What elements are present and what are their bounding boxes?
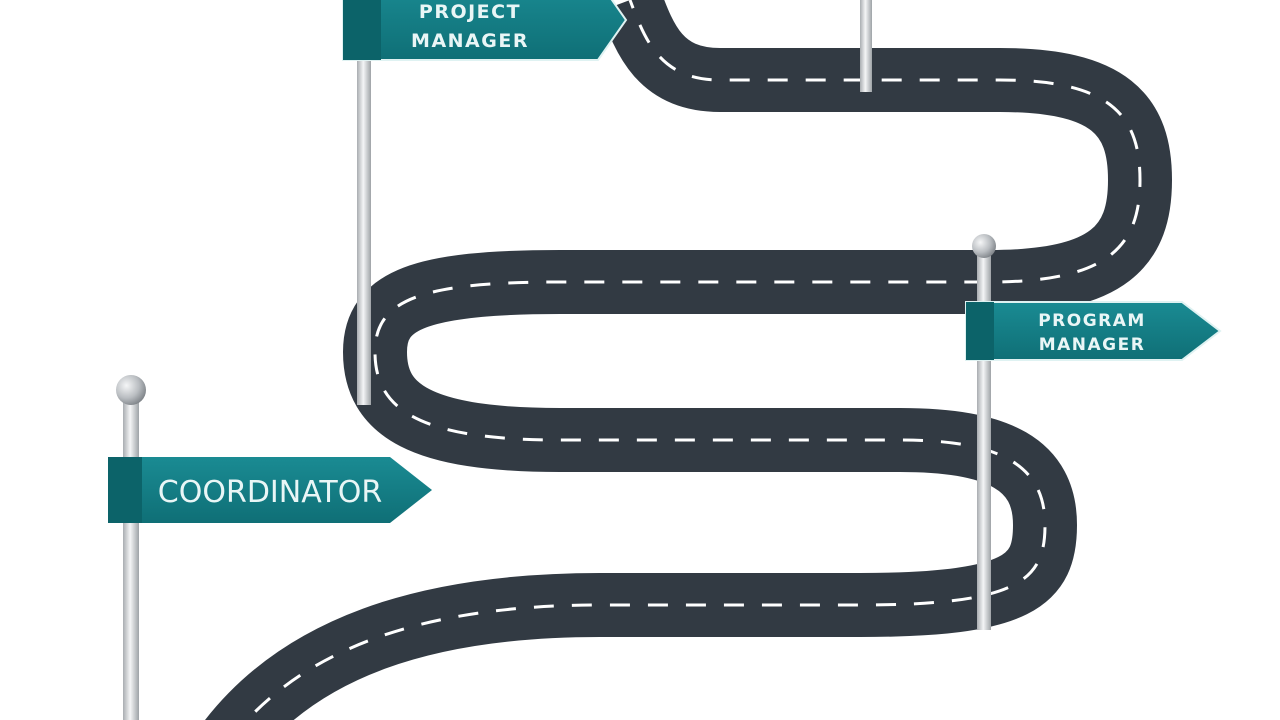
pole-knob bbox=[116, 375, 146, 405]
sign-pole bbox=[123, 395, 139, 720]
program-manager-signpost: PROGRAM MANAGER bbox=[965, 234, 1222, 630]
road bbox=[205, 0, 1172, 720]
sign-text-line2: MANAGER bbox=[1039, 335, 1146, 355]
sign-fold bbox=[343, 0, 381, 60]
pole-knob bbox=[972, 234, 996, 258]
sign-text: COORDINATOR bbox=[158, 475, 382, 510]
sign-text-line1: PROJECT bbox=[419, 1, 521, 23]
sign-text-line2: MANAGER bbox=[411, 30, 529, 52]
road-center-line bbox=[245, 0, 1142, 720]
coordinator-signpost: COORDINATOR bbox=[108, 375, 432, 720]
sign-pole bbox=[357, 0, 371, 405]
sign-fold bbox=[108, 457, 142, 523]
sign-board bbox=[108, 457, 432, 523]
top-pole bbox=[860, 0, 872, 92]
project-manager-signpost: PROJECT MANAGER bbox=[342, 0, 628, 405]
sign-text-line1: PROGRAM bbox=[1038, 311, 1146, 331]
sign-fold bbox=[966, 302, 994, 360]
